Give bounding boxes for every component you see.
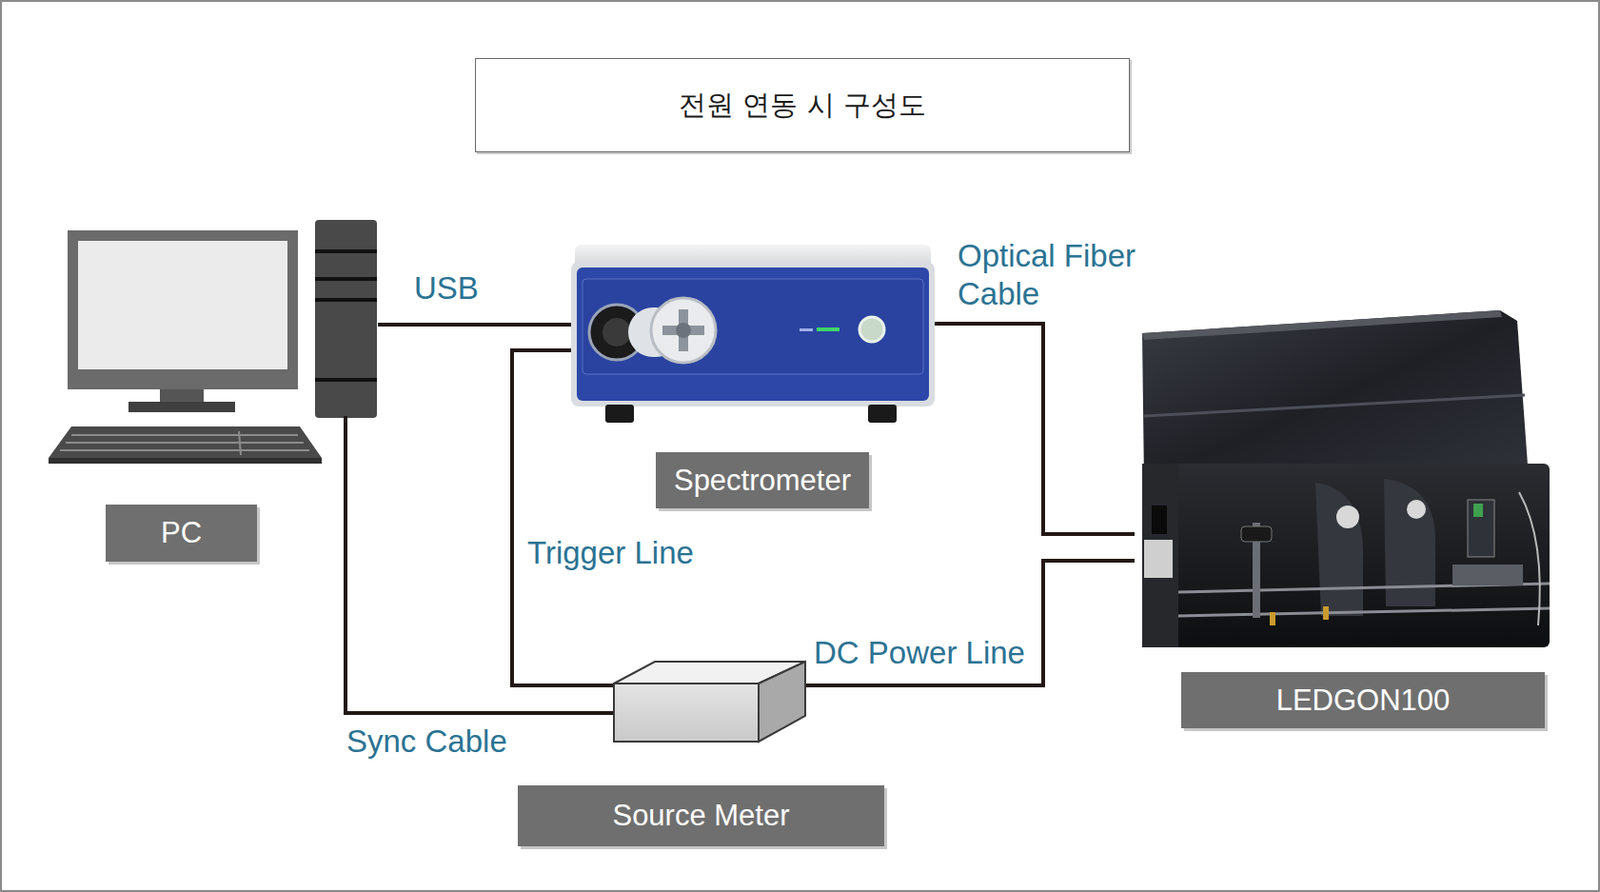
monitor-screen (78, 240, 288, 370)
arc-scale (1519, 492, 1541, 626)
fiber-port-center (675, 322, 692, 338)
monitor-base (128, 401, 236, 413)
cable-label: Sync Cable (346, 722, 556, 761)
device-node: Source Meter (613, 659, 806, 742)
title-box: 전원 연동 시 구성도 (474, 58, 1130, 153)
cable-label: Optical Fiber Cable (957, 237, 1148, 314)
device-label: PC (105, 504, 257, 562)
front-inset (582, 278, 924, 375)
diagram-title: 전원 연동 시 구성도 (678, 86, 927, 125)
box-front (613, 683, 759, 742)
keyboard (48, 426, 322, 458)
aperture (1336, 505, 1360, 529)
device-node: Spectrometer (571, 244, 935, 423)
front-panel (576, 267, 929, 401)
keyboard-keys (59, 431, 310, 455)
cable-label: Trigger Line (527, 533, 756, 573)
device-node: LEDGON100 (1134, 301, 1550, 648)
holder (1241, 526, 1272, 542)
case-front (571, 261, 935, 407)
chamber (1142, 463, 1550, 648)
rails (1178, 583, 1550, 616)
spectrometer-illustration (571, 244, 935, 423)
pc-illustration (48, 219, 378, 464)
baffle (1315, 482, 1363, 616)
fiber-port-cross (662, 309, 705, 352)
knob (1269, 612, 1276, 626)
lid (1142, 310, 1529, 483)
power-button (859, 316, 885, 342)
end-panel (1142, 463, 1179, 648)
foot (605, 404, 634, 423)
fiber-port (1151, 505, 1167, 534)
lid-edge (1142, 310, 1502, 340)
cable-line (345, 463, 614, 713)
device-label: Spectrometer (655, 452, 870, 509)
foot (868, 404, 897, 423)
cable-line (377, 322, 572, 327)
device-node: PC (48, 219, 378, 464)
status-text-mark (799, 328, 813, 332)
tower-slots (315, 251, 377, 380)
detector (1473, 503, 1483, 517)
port-plate (1144, 539, 1173, 578)
detector-mount (1467, 499, 1495, 557)
device-label: Source Meter (517, 785, 885, 847)
cable-line (805, 560, 1135, 686)
box-side (758, 661, 806, 742)
lens-inner (602, 317, 632, 347)
lid-rim (1144, 395, 1525, 416)
monitor-neck (159, 389, 204, 403)
cable-label: DC Power Line (813, 633, 1062, 672)
fiber-port (651, 297, 716, 363)
cable-line (934, 323, 1135, 534)
goniometer-illustration (1134, 301, 1550, 648)
aperture (1406, 499, 1426, 519)
knob (1323, 606, 1329, 620)
monitor-frame (67, 230, 298, 390)
pc-tower (315, 219, 377, 418)
cable-stub (343, 415, 348, 466)
cable-label: USB (414, 269, 529, 308)
source-meter-illustration (613, 659, 806, 742)
device-label: LEDGON100 (1181, 671, 1545, 729)
keyboard-edge (48, 457, 322, 464)
stage (1452, 564, 1523, 586)
status-led (816, 327, 840, 332)
